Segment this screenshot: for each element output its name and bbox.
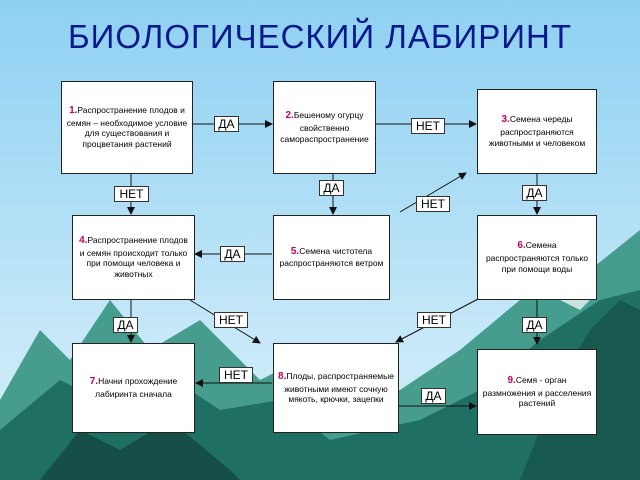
answer-tag-no: НЕТ xyxy=(411,118,445,134)
box-text: Распространение плодов и семян – необход… xyxy=(66,104,188,150)
box-text: Семя - орган размножения и расселения ра… xyxy=(482,374,592,409)
answer-tag-no: НЕТ xyxy=(114,186,149,202)
maze-box-8: 8.Плоды, распространяемые животными имею… xyxy=(273,343,399,433)
maze-box-4: 4.Распространение плодов и семян происхо… xyxy=(72,215,195,300)
answer-tag-no: НЕТ xyxy=(416,196,450,212)
maze-box-7: 7.Начни прохождение лабиринта сначала xyxy=(72,343,195,433)
page-title: БИОЛОГИЧЕСКИЙ ЛАБИРИНТ xyxy=(67,18,572,55)
box-text: Семена распространяются только при помощ… xyxy=(485,240,589,274)
box-number: 3. xyxy=(501,114,510,126)
box-number: 8. xyxy=(278,370,287,382)
box-text: Семена череды распространяются животными… xyxy=(488,114,586,148)
answer-tag-yes: ДА xyxy=(522,317,547,333)
answer-tag-no: НЕТ xyxy=(417,312,451,328)
answer-tag-yes: ДА xyxy=(113,317,138,333)
box-number: 1. xyxy=(69,104,78,116)
answer-tag-no: НЕТ xyxy=(214,312,248,328)
box-number: 2. xyxy=(285,110,294,122)
box-text: Распространение плодов и семян происходи… xyxy=(79,234,188,280)
maze-box-9: 9.Семя - орган размножения и расселения … xyxy=(477,349,597,435)
answer-tag-yes: ДА xyxy=(522,185,547,201)
box-number: 4. xyxy=(79,234,88,246)
answer-tag-yes: ДА xyxy=(220,246,245,262)
box-number: 5. xyxy=(290,245,300,257)
maze-box-5: 5.Семена чистотела распространяются ветр… xyxy=(273,215,390,300)
box-number: 7. xyxy=(89,376,99,388)
box-text: Начни прохождение лабиринта сначала xyxy=(95,376,178,399)
box-number: 9. xyxy=(507,374,516,386)
box-text: Плоды, распространяемые животными имеют … xyxy=(284,370,394,405)
box-number: 6. xyxy=(517,240,526,252)
maze-box-1: 1.Распространение плодов и семян – необх… xyxy=(61,81,193,174)
box-text: Бешеному огурцу свойственно самораспрост… xyxy=(280,110,369,144)
maze-box-6: 6.Семена распространяются только при пом… xyxy=(477,215,597,300)
answer-tag-no: НЕТ xyxy=(219,367,253,383)
box-text: Семена чистотела распространяются ветром xyxy=(279,245,384,269)
maze-box-2: 2.Бешеному огурцу свойственно самораспро… xyxy=(273,81,376,174)
answer-tag-yes: ДА xyxy=(421,388,446,404)
answer-tag-yes: ДА xyxy=(214,116,239,132)
maze-box-3: 3.Семена череды распространяются животны… xyxy=(477,89,597,174)
answer-tag-yes: ДА xyxy=(319,180,344,196)
